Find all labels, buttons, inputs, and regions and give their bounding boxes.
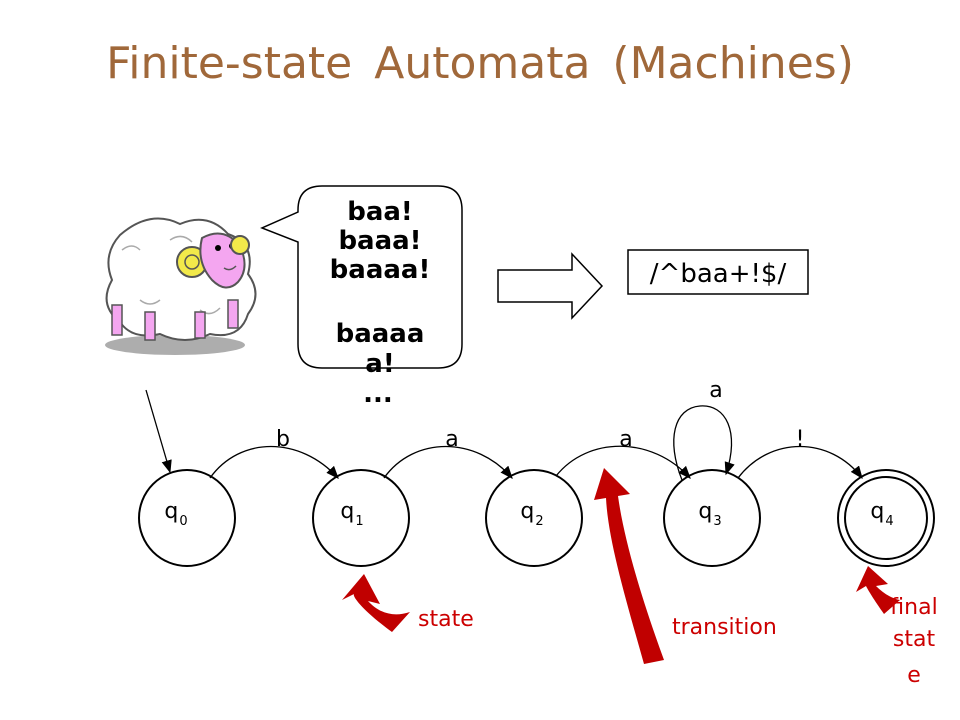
state-label-q0: q (164, 499, 178, 524)
transition-arc-q1-q2 (383, 446, 513, 479)
final-state-callout-line-1: final (890, 595, 937, 620)
sheep-illustration (105, 217, 257, 355)
state-sub-q2: 2 (535, 514, 543, 529)
transition-arc-q0-q1 (209, 446, 339, 479)
svg-text:q2: q2 (520, 499, 543, 529)
final-state-callout-line-2: stat (893, 627, 936, 652)
state-node-q2: q2 (485, 469, 583, 567)
svg-text:q1: q1 (340, 499, 363, 529)
bubble-line-7: ... (363, 379, 393, 409)
slide-title: Finite-state Automata (Machines) (106, 38, 854, 89)
regex-box (627, 249, 809, 295)
state-node-q0: q0 (138, 469, 236, 567)
transition-label-a-1: a (445, 427, 458, 452)
state-sub-q4: 4 (885, 514, 893, 529)
state-label-q4: q (870, 499, 884, 524)
transition-callout-label: transition (672, 615, 777, 640)
transition-arc-q3-q4 (737, 446, 863, 480)
transition-arc-q2-q3 (555, 445, 691, 479)
block-arrow-icon (497, 252, 604, 320)
transition-callout-arrow-icon (594, 468, 664, 664)
transition-label-b: b (276, 427, 290, 452)
state-node-q4-final: q4 (837, 469, 935, 567)
svg-text:q3: q3 (698, 499, 721, 529)
state-node-q3: q3 (663, 469, 761, 567)
transition-label-a-2: a (619, 427, 632, 452)
start-arrow (145, 389, 172, 474)
bubble-line-2: baaa! (338, 226, 421, 256)
state-callout-arrow-icon (342, 574, 410, 632)
transition-label-bang: ! (796, 427, 805, 452)
final-state-callout-arrow-icon (856, 566, 900, 614)
svg-text:q0: q0 (164, 499, 187, 529)
state-label-q3: q (698, 499, 712, 524)
svg-text:q4: q4 (870, 499, 893, 529)
bubble-line-6: a! (365, 349, 394, 379)
state-label-q1: q (340, 499, 354, 524)
state-sub-q1: 1 (355, 514, 363, 529)
transition-loop-q3 (673, 405, 735, 481)
state-label-q2: q (520, 499, 534, 524)
final-state-callout-line-3: e (907, 663, 921, 688)
state-callout-label: state (418, 607, 474, 632)
state-node-q1: q1 (312, 469, 410, 567)
bubble-line-1: baa! (347, 197, 413, 227)
transition-label-a-loop: a (709, 378, 722, 403)
state-sub-q0: 0 (179, 514, 187, 529)
state-sub-q3: 3 (713, 514, 721, 529)
bubble-line-3: baaaa! (330, 255, 431, 285)
speech-bubble (260, 185, 463, 369)
regex-text: /^baa+!$/ (650, 259, 787, 289)
bubble-line-5: baaaa (336, 319, 425, 349)
